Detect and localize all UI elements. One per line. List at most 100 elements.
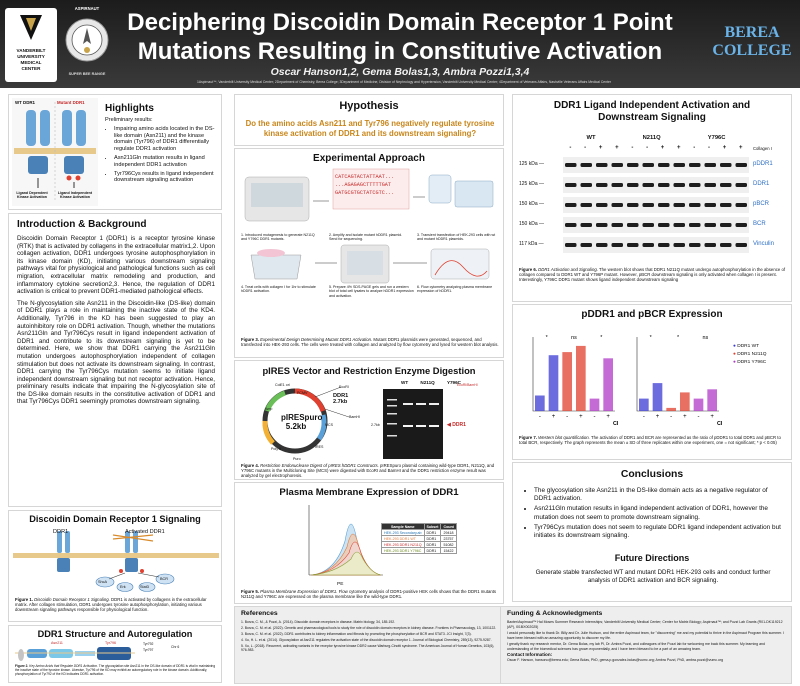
treatment-mark: -	[646, 145, 649, 151]
blot-strip	[563, 157, 749, 173]
legend-item: ● DDR1 Y796C	[733, 360, 767, 365]
blot-band	[689, 203, 701, 207]
pddr1-chart: -+-+-+CI*ns*	[532, 335, 619, 427]
chart-bar	[707, 389, 717, 411]
list-item: Asn211Gln mutation results in ligand ind…	[114, 155, 217, 169]
step-6: 6. Flow cytometry analyzing plasma membr…	[417, 285, 493, 294]
x-axis-label: CI	[717, 421, 723, 427]
chart-bar	[693, 398, 704, 411]
expression-title: pDDR1 and pBCR Expression	[581, 309, 723, 320]
treatment-mark: +	[722, 145, 727, 151]
intro-paragraph: The N-glycosylation site Asn211 in the D…	[17, 299, 215, 406]
introduction-panel: Introduction & Background Discoidin Doma…	[8, 213, 222, 507]
node-shca: ShcA	[98, 580, 108, 584]
expression-legend: ● DDR1 WT ● DDR1 N211Q ● DDR1 Y796C	[733, 343, 767, 367]
signaling-panel: Discoidin Domain Receptor 1 Signaling DD…	[8, 510, 222, 622]
blot-band	[580, 183, 592, 187]
logo-line: UNIVERSITY	[17, 54, 45, 59]
blot-band	[658, 163, 670, 167]
aspirnaut-logo: ASPIRNAUT SUPER BEE RANGE	[62, 6, 112, 82]
blot-band	[673, 163, 685, 167]
funding-body: Baxter/Aspirnaut™ Hal Moses Summer Resea…	[507, 620, 787, 662]
treatment-mark: +	[660, 145, 665, 151]
treatment-mark: -	[584, 145, 587, 151]
figure4-caption: Figure 4. Restriction Endonuclease Diges…	[241, 463, 495, 479]
blot-band	[565, 163, 577, 167]
western-blot-image	[563, 157, 749, 253]
chart-bar	[576, 345, 586, 411]
list-item: 4. Xu, H. L. et al. (2014). Glycosylatio…	[241, 637, 492, 642]
blot-band	[704, 183, 716, 187]
sequence-block: CATCAGTACTATTAAT... ...AGAGAGCTTTTTGAT G…	[335, 173, 394, 197]
ligand-dependent-label: Ligand Dependent Kinase Activation	[16, 191, 48, 200]
blot-band	[720, 243, 732, 247]
blot-band	[658, 223, 670, 227]
blot-band	[720, 163, 732, 167]
chart-bar	[603, 358, 613, 411]
blot-band	[627, 183, 639, 187]
blot-band	[580, 203, 592, 207]
blot-band	[565, 243, 577, 247]
blot-band	[580, 163, 592, 167]
list-item: Tyr796Cys mutation does not seem to regu…	[534, 524, 781, 540]
significance-label: *	[650, 335, 653, 341]
tick-label: -	[539, 414, 541, 420]
label-asn211: Asn211	[51, 641, 63, 645]
label-chr6: Chr 6	[171, 645, 180, 649]
hypothesis-panel: Hypothesis Do the amino acids Asn211 and…	[234, 94, 504, 146]
highlights-figure	[12, 98, 98, 206]
step-2: 2. Amplify and isolate mutant hDDR1 plas…	[329, 233, 403, 242]
references-panel: References 1. Borza, C. M., & Pozzi, A. …	[234, 606, 504, 684]
figure1-caption: Figure 1. Discoidin Domain Receptor 1 Si…	[15, 597, 207, 613]
blot-band	[689, 243, 701, 247]
group-label: WT	[586, 135, 596, 141]
figure3-caption: Figure 3. Experimental Design Determinin…	[241, 337, 499, 348]
list-item: Asn211Gln mutation results in ligand ind…	[534, 505, 781, 521]
future-text: Generate stable transfected WT and mutan…	[535, 569, 771, 584]
treatment-mark: +	[598, 145, 603, 151]
legend-dot-icon: ●	[733, 344, 736, 349]
figure6-caption: Figure 6. DDR1 Activation and Signaling.…	[519, 267, 786, 283]
lane-label: WT	[401, 380, 409, 385]
chart-bar	[666, 407, 676, 411]
site-mcs: MCS	[325, 423, 333, 427]
tick-label: +	[552, 414, 556, 420]
plasmid-name: pIRESpuro 5.2kb	[281, 413, 323, 431]
label-tyr796: Tyr796	[105, 641, 116, 645]
step-5: 5. Prepare 4% SDS-PAGE gels and run a we…	[329, 285, 414, 298]
highlights-list: Impairing amino acids located in the DS-…	[105, 126, 217, 184]
poster-authors: Oscar Hanson1,2, Gema Bolas1,3, Ambra Po…	[270, 66, 530, 78]
blot-band	[580, 223, 592, 227]
blot-band	[658, 183, 670, 187]
intro-title: Introduction & Background	[17, 219, 147, 230]
band-label: DDR1	[753, 181, 770, 187]
funding-panel: Funding & Acknowledgments Baxter/Aspirna…	[500, 606, 792, 684]
references-list: 1. Borza, C. M., & Pozzi, A. (2014). Dis…	[241, 620, 499, 652]
gel-lane-labels: WT N211Q Y796C	[401, 380, 461, 385]
significance-label: *	[546, 335, 549, 341]
blot-band	[611, 243, 623, 247]
wb-title: DDR1 Ligand Independent Activation and D…	[553, 100, 751, 123]
blot-band	[673, 183, 685, 187]
chart-bar	[562, 352, 572, 411]
treatment-mark: -	[569, 145, 572, 151]
blot-band	[642, 203, 654, 207]
poster-title: Deciphering Discoidin Domain Receptor 1 …	[127, 9, 673, 65]
pm-title: Plasma Membrane Expression of DDR1	[279, 487, 459, 498]
treatment-mark: -	[693, 145, 696, 151]
blot-band	[642, 183, 654, 187]
blot-band	[673, 223, 685, 227]
lane-label: N211Q	[420, 380, 435, 385]
band-label: BCR	[753, 221, 766, 227]
experimental-diagram	[244, 168, 494, 284]
pbcr-chart: -+-+-+CI**ns	[636, 335, 723, 427]
step-1: 1. Introduced mutagenesis to generate N2…	[241, 233, 315, 242]
tick-label: -	[698, 414, 700, 420]
significance-label: *	[677, 335, 680, 341]
legend-dot-icon: ●	[733, 352, 736, 357]
site-amp: Amp	[265, 407, 273, 411]
figure2-caption: Figure 2. Key Amino Acids that Regulate …	[15, 664, 216, 676]
blot-band	[596, 203, 608, 207]
highlights-title: Highlights	[105, 103, 154, 114]
conclusions-body: The glycosylation site Asn211 in the DS-…	[525, 487, 781, 542]
